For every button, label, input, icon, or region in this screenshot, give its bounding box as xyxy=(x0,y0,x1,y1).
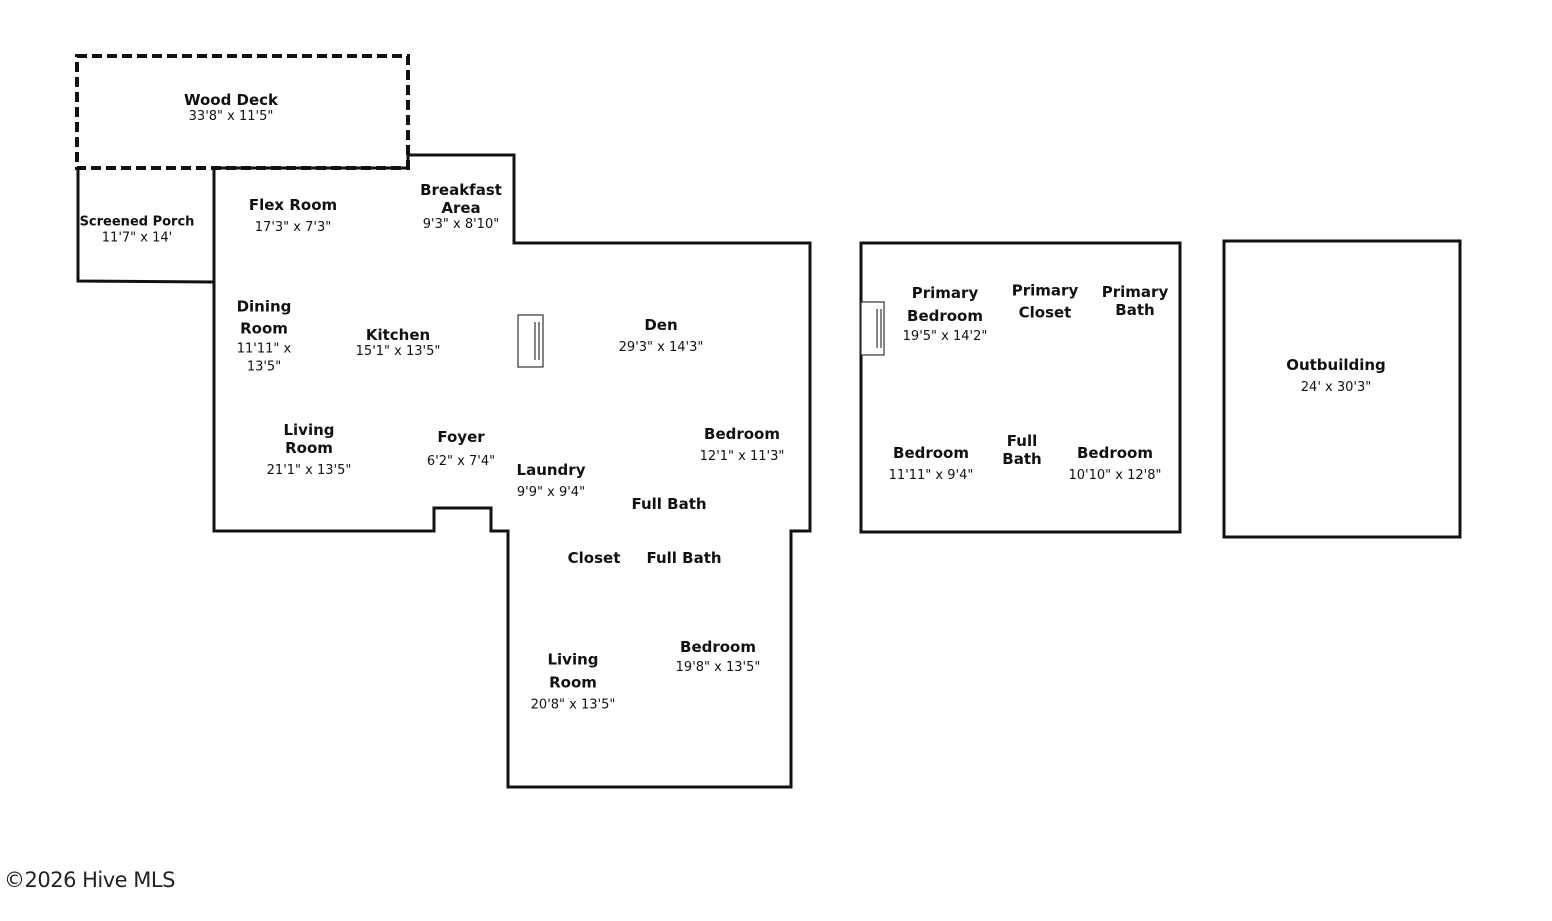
room-bedroom-lower: Bedroom 19'8" x 13'5" xyxy=(676,638,761,676)
room-name-line-1: Dining xyxy=(236,297,292,316)
room-dimensions-line-2: 13'5" xyxy=(246,359,282,375)
room-name-line-1: Primary xyxy=(1011,281,1079,300)
room-dimensions: 29'3" x 14'3" xyxy=(618,340,704,356)
room-name: Bedroom xyxy=(893,444,969,463)
room-name: Foyer xyxy=(437,428,485,447)
room-name: Kitchen xyxy=(365,326,431,345)
room-name-line-2: Closet xyxy=(1018,303,1072,321)
room-dimensions: 19'8" x 13'5" xyxy=(675,660,761,676)
room-living-room-main: Living Room 21'1" x 13'5" xyxy=(267,421,352,479)
wood-deck-outline xyxy=(75,54,410,170)
room-name-line-1: Living xyxy=(283,421,335,440)
room-name-line-1: Full xyxy=(1006,432,1038,450)
room-name: Bedroom xyxy=(1077,444,1153,463)
main-floor-outline xyxy=(212,153,812,789)
room-full-bath-1: Full Bath xyxy=(631,495,706,513)
room-dimensions: 11'11" x 9'4" xyxy=(888,468,974,484)
room-name-line-1: Primary xyxy=(911,283,979,302)
room-bedroom-upper-1: Bedroom 11'11" x 9'4" xyxy=(889,444,974,484)
room-name-line-2: Bath xyxy=(1115,301,1155,319)
room-dining-room: Dining Room 11'11" x 13'5" xyxy=(237,296,292,377)
room-closet: Closet xyxy=(568,549,621,567)
room-dimensions-line-1: 11'11" x xyxy=(236,340,292,356)
room-wood-deck: Wood Deck 33'8" x 11'5" xyxy=(184,91,278,125)
upper-floor-outline xyxy=(859,241,1182,534)
room-full-bath-2: Full Bath xyxy=(646,549,721,567)
room-name-line-2: Bath xyxy=(1002,450,1042,468)
room-dimensions: 33'8" x 11'5" xyxy=(188,109,274,125)
room-name: Screened Porch xyxy=(79,214,195,230)
room-primary-bath: Primary Bath xyxy=(1102,283,1168,319)
room-dimensions: 20'8" x 13'5" xyxy=(530,697,616,713)
screened-porch-outline xyxy=(76,168,215,284)
room-full-bath-upper: Full Bath xyxy=(1002,432,1041,468)
room-laundry: Laundry 9'9" x 9'4" xyxy=(517,461,586,501)
room-screened-porch: Screened Porch 11'7" x 14' xyxy=(80,214,195,245)
room-name-line-2: Bedroom xyxy=(907,306,983,325)
room-dimensions: 9'9" x 9'4" xyxy=(516,485,586,501)
room-name-line-1: Primary xyxy=(1101,283,1169,301)
room-name: Wood Deck xyxy=(183,91,279,110)
room-dimensions: 6'2" x 7'4" xyxy=(426,454,496,470)
room-name-line-2: Room xyxy=(240,319,288,338)
stairs-icon-main xyxy=(517,314,544,368)
room-dimensions: 15'1" x 13'5" xyxy=(355,344,441,360)
room-name: Bedroom xyxy=(680,638,756,657)
room-bedroom-upper-2: Bedroom 10'10" x 12'8" xyxy=(1069,444,1162,484)
room-dimensions: 12'1" x 11'3" xyxy=(699,449,785,465)
room-name: Bedroom xyxy=(704,425,780,444)
room-dimensions: 10'10" x 12'8" xyxy=(1068,468,1162,484)
room-dimensions: 9'3" x 8'10" xyxy=(422,217,500,233)
room-primary-closet: Primary Closet xyxy=(1012,280,1078,324)
room-outbuilding: Outbuilding 24' x 30'3" xyxy=(1286,356,1386,396)
copyright-notice: ©2026 Hive MLS xyxy=(4,868,175,892)
room-dimensions: 24' x 30'3" xyxy=(1300,380,1372,396)
room-bedroom-main: Bedroom 12'1" x 11'3" xyxy=(700,425,785,465)
stairs-icon-upper xyxy=(860,301,885,356)
room-name: Outbuilding xyxy=(1286,356,1386,375)
room-name-line-2: Room xyxy=(285,439,333,458)
room-dimensions: 21'1" x 13'5" xyxy=(266,463,352,479)
room-dimensions: 19'5" x 14'2" xyxy=(902,328,988,344)
room-name-line-2: Area xyxy=(441,199,481,218)
room-name: Full Bath xyxy=(646,549,722,567)
room-name-line-2: Room xyxy=(549,673,597,692)
room-primary-bedroom: Primary Bedroom 19'5" x 14'2" xyxy=(903,282,988,347)
room-foyer: Foyer 6'2" x 7'4" xyxy=(427,428,495,470)
room-name-line-1: Living xyxy=(547,650,599,669)
room-den: Den 29'3" x 14'3" xyxy=(619,316,704,356)
outbuilding-outline xyxy=(1222,239,1462,539)
room-dimensions: 11'7" x 14' xyxy=(101,230,173,245)
room-name: Closet xyxy=(567,549,621,567)
room-breakfast-area: Breakfast Area 9'3" x 8'10" xyxy=(420,181,502,233)
room-name: Full Bath xyxy=(631,495,707,513)
room-name-line-1: Breakfast xyxy=(420,181,502,200)
room-name: Laundry xyxy=(516,461,586,480)
room-name: Flex Room xyxy=(248,196,338,215)
room-name: Den xyxy=(644,316,678,335)
room-flex-room: Flex Room 17'3" x 7'3" xyxy=(249,196,337,236)
room-dimensions: 17'3" x 7'3" xyxy=(254,220,332,236)
room-kitchen: Kitchen 15'1" x 13'5" xyxy=(356,326,441,360)
room-living-room-lower: Living Room 20'8" x 13'5" xyxy=(531,649,616,716)
